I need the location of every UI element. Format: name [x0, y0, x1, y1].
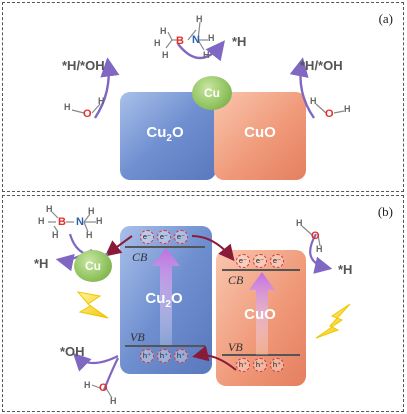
water-right-o-a: O [325, 108, 334, 120]
water-left-h2-a: H [98, 96, 105, 106]
atom-h-b4: H [88, 206, 95, 216]
vb-label-cuo: VB [228, 340, 243, 354]
arrow-top-a [177, 40, 225, 62]
panel-a-label: (a) [378, 11, 393, 26]
hole-cuo-2: h⁺ [253, 358, 267, 372]
top-product-a: *H [232, 34, 247, 49]
cu-label-a: Cu [204, 86, 220, 100]
vb-label-cu2o: VB [130, 330, 145, 344]
electron-cu2o-1: e⁻ [140, 230, 154, 244]
electron-cu2o-3: e⁻ [174, 230, 188, 244]
atom-h-a2: H [154, 38, 161, 48]
atom-h-b1: H [46, 204, 53, 214]
arrow-right-a [289, 57, 315, 119]
atom-h-b3: H [52, 230, 59, 240]
atom-n-b: N [76, 216, 84, 228]
atom-h-b2: H [38, 216, 45, 226]
lightning-right-icon [315, 303, 351, 339]
right-product-a: *H/*OH [300, 58, 343, 73]
atom-h-a1: H [160, 26, 167, 36]
panel-a: (a) [2, 2, 404, 192]
h-product-left-b: *H [34, 256, 49, 271]
arrow-water-in-b [102, 357, 119, 391]
excitation-arrow-cu2o [152, 248, 180, 345]
water-right-h1-a: H [310, 96, 317, 106]
panel-b-label: (b) [377, 204, 393, 219]
panel-b: (b) [2, 195, 404, 412]
water-top-h1-b: H [296, 218, 303, 228]
atom-h-a3: H [162, 50, 169, 60]
water-right-h2-a: H [344, 104, 351, 114]
hole-cuo-3: h⁺ [270, 358, 284, 372]
electron-cuo-1: e⁻ [236, 254, 250, 268]
left-product-a: *H/*OH [62, 58, 105, 73]
cu2o-label-a: Cu2O [146, 124, 184, 144]
water-bottom-h1-b: H [84, 380, 91, 390]
hole-transfer-arrow [192, 345, 237, 371]
atom-h-a6: H [203, 50, 210, 60]
water-bottom-h2-b: H [110, 396, 117, 406]
hole-cu2o-3: h⁺ [174, 349, 188, 363]
h-product-right-b: *H [338, 262, 353, 277]
hole-cu2o-2: h⁺ [157, 349, 171, 363]
atom-h-b5: H [96, 216, 103, 226]
cu-label-b: Cu [85, 259, 101, 273]
atom-h-a5: H [208, 33, 215, 43]
electron-cuo-3: e⁻ [270, 254, 284, 268]
cu2o-label-b: Cu2O [145, 290, 183, 310]
arrow-water-bottom-b [72, 352, 119, 372]
cu2o-block-a [120, 92, 216, 180]
atom-n-a: N [192, 34, 200, 46]
hole-cu2o-1: h⁺ [140, 349, 154, 363]
cu-particle-a: Cu [192, 76, 232, 110]
water-bottom-o-b: O [99, 382, 108, 394]
cuo-label-a: CuO [244, 124, 276, 141]
water-top-o-b: O [311, 230, 320, 242]
electron-cu2o-2: e⁻ [157, 230, 171, 244]
atom-b-b: B [58, 216, 66, 228]
water-left-o-a: O [83, 108, 92, 120]
water-top-h2-b: H [316, 244, 323, 254]
arrow-water-top-b [309, 233, 333, 274]
cuo-block-a [214, 92, 306, 180]
electron-transfer-arrow [191, 235, 235, 262]
atom-h-a4: H [196, 14, 203, 24]
cb-label-cuo: CB [228, 273, 244, 287]
lightning-left-icon [76, 291, 109, 319]
electron-cuo-2: e⁻ [253, 254, 267, 268]
excitation-arrow-cuo [249, 272, 275, 355]
atom-h-b6: H [86, 230, 93, 240]
cuo-label-b: CuO [244, 306, 276, 323]
cb-label-cu2o: CB [132, 250, 148, 264]
water-left-h1-a: H [64, 102, 71, 112]
oh-product-b: *OH [60, 344, 85, 359]
cu-particle-b: Cu [74, 250, 112, 282]
electron-to-cu-arrow [104, 235, 133, 257]
atom-b-a: B [176, 35, 184, 47]
hole-cuo-1: h⁺ [236, 358, 250, 372]
arrow-left-a [93, 57, 120, 119]
